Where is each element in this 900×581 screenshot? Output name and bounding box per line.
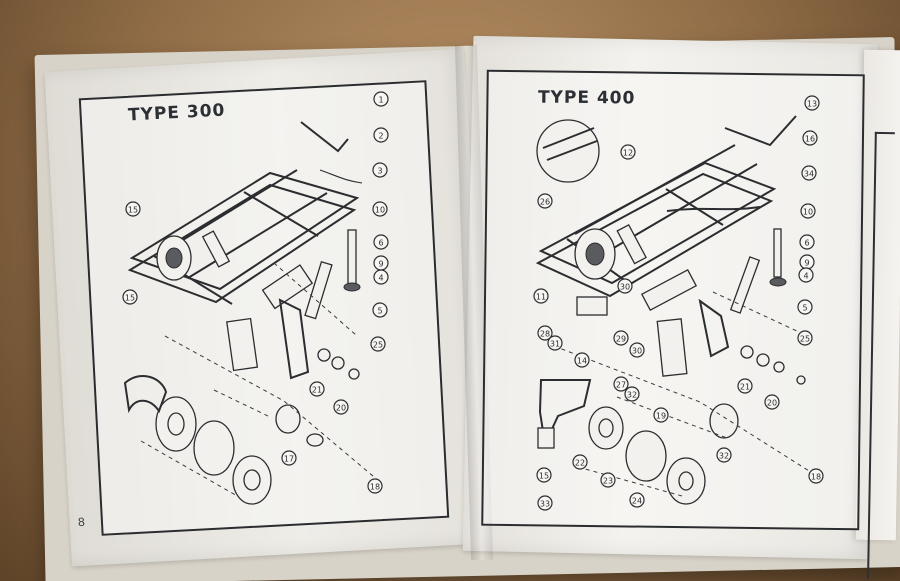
svg-text:30: 30: [620, 283, 630, 292]
svg-text:17: 17: [284, 455, 294, 464]
svg-text:31: 31: [550, 340, 560, 349]
svg-text:26: 26: [540, 198, 550, 207]
svg-text:32: 32: [719, 452, 729, 461]
svg-text:9: 9: [804, 259, 809, 268]
svg-text:10: 10: [803, 208, 813, 217]
svg-text:22: 22: [575, 459, 585, 468]
svg-text:10: 10: [375, 206, 385, 215]
type-300-exploded-diagram: [123, 121, 381, 505]
svg-text:34: 34: [804, 170, 814, 179]
svg-text:12: 12: [623, 149, 633, 158]
svg-text:29: 29: [616, 335, 626, 344]
svg-text:21: 21: [740, 383, 750, 392]
svg-text:23: 23: [603, 477, 613, 486]
svg-text:18: 18: [370, 483, 380, 492]
svg-text:30: 30: [632, 347, 642, 356]
svg-text:9: 9: [378, 260, 383, 269]
svg-text:15: 15: [539, 472, 549, 481]
svg-text:6: 6: [378, 239, 383, 248]
type-400-exploded-diagram: [535, 115, 818, 505]
svg-text:32: 32: [627, 391, 637, 400]
svg-text:21: 21: [312, 386, 322, 395]
svg-text:19: 19: [656, 412, 666, 421]
svg-text:25: 25: [800, 335, 810, 344]
svg-text:5: 5: [377, 307, 382, 316]
svg-text:5: 5: [802, 304, 807, 313]
svg-text:2: 2: [378, 132, 383, 141]
svg-text:4: 4: [378, 274, 383, 283]
svg-text:24: 24: [632, 497, 642, 506]
svg-text:27: 27: [616, 381, 626, 390]
type-300-callouts: 1 2 3 10 6 9 4 5 25 20 21 17 18 15 15: [122, 91, 389, 494]
svg-text:20: 20: [336, 404, 346, 413]
type-400-callouts: 13 16 34 10 6 9 4 5 25 20 21 32 18 12 26…: [533, 95, 824, 511]
svg-text:28: 28: [540, 330, 550, 339]
svg-text:16: 16: [805, 135, 815, 144]
svg-text:15: 15: [128, 206, 138, 215]
svg-text:33: 33: [540, 500, 550, 509]
svg-text:25: 25: [373, 341, 383, 350]
svg-text:13: 13: [807, 100, 817, 109]
svg-text:14: 14: [577, 357, 587, 366]
svg-text:4: 4: [803, 272, 808, 281]
svg-text:6: 6: [804, 239, 809, 248]
svg-text:18: 18: [811, 473, 821, 482]
svg-text:3: 3: [377, 167, 382, 176]
svg-text:1: 1: [378, 96, 383, 105]
svg-text:11: 11: [536, 293, 546, 302]
svg-text:20: 20: [767, 399, 777, 408]
svg-text:15: 15: [125, 294, 135, 303]
